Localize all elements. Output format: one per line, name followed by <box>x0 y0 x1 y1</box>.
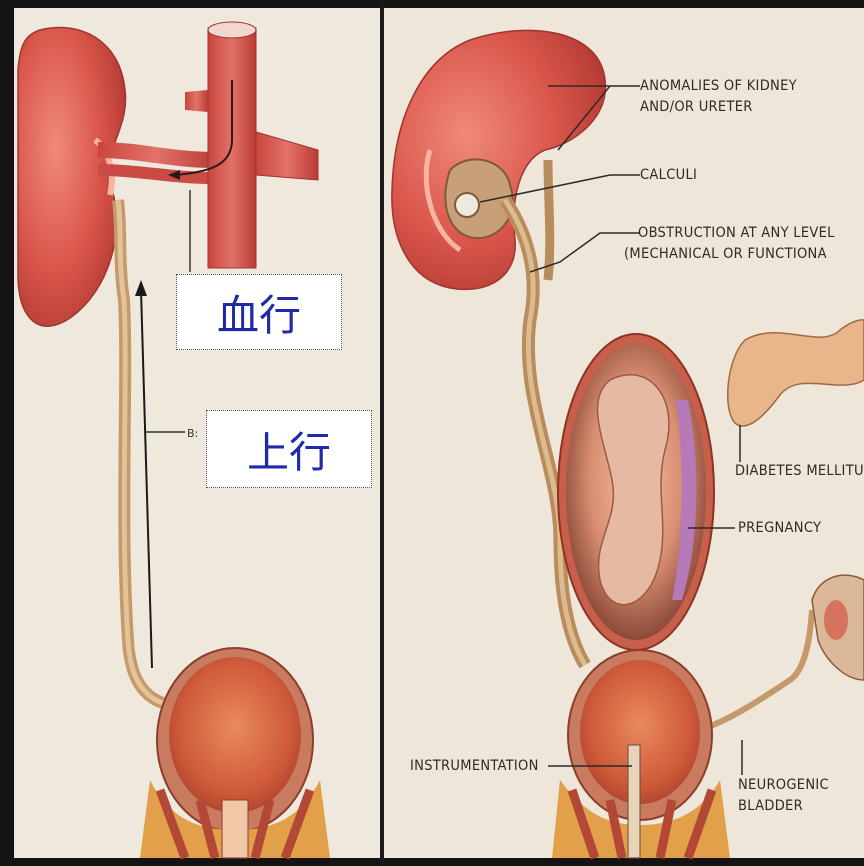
pregnant-uterus <box>558 334 714 650</box>
ascending-label-box: 上行 <box>206 410 372 488</box>
catheter <box>628 745 640 858</box>
renal-pelvis <box>445 159 512 238</box>
neurogenic-label: NEUROGENIC BLADDER <box>738 775 829 817</box>
obstruction-label-line1: OBSTRUCTION AT ANY LEVEL <box>638 223 835 244</box>
top-border <box>0 0 864 8</box>
pregnancy-label: PREGNANCY <box>738 518 821 539</box>
anomalies-label-line2: AND/OR URETER <box>640 97 797 118</box>
calculi-label: CALCULI <box>640 165 697 186</box>
neurogenic-label-line2: BLADDER <box>738 796 829 817</box>
bottom-border <box>0 858 864 866</box>
neurogenic-label-line1: NEUROGENIC <box>738 775 829 796</box>
obstruction-label: OBSTRUCTION AT ANY LEVEL (MECHANICAL OR … <box>638 223 835 265</box>
upper-ureter-right <box>548 160 550 280</box>
calculus-stone <box>455 193 479 217</box>
marker-letter: B: <box>187 427 198 440</box>
diabetes-label: DIABETES MELLITU <box>735 461 864 482</box>
instrumentation-label: INSTRUMENTATION <box>410 756 539 777</box>
panel-divider <box>380 0 384 866</box>
anomalies-label-line1: ANOMALIES OF KIDNEY <box>640 76 797 97</box>
obstruction-label-line2: (MECHANICAL OR FUNCTIONA <box>624 244 835 265</box>
hematogenous-label: 血行 <box>217 282 301 343</box>
ascending-label: 上行 <box>247 419 331 480</box>
left-border <box>0 0 14 866</box>
hematogenous-label-box: 血行 <box>176 274 342 350</box>
anomalies-label: ANOMALIES OF KIDNEY AND/OR URETER <box>640 76 797 118</box>
